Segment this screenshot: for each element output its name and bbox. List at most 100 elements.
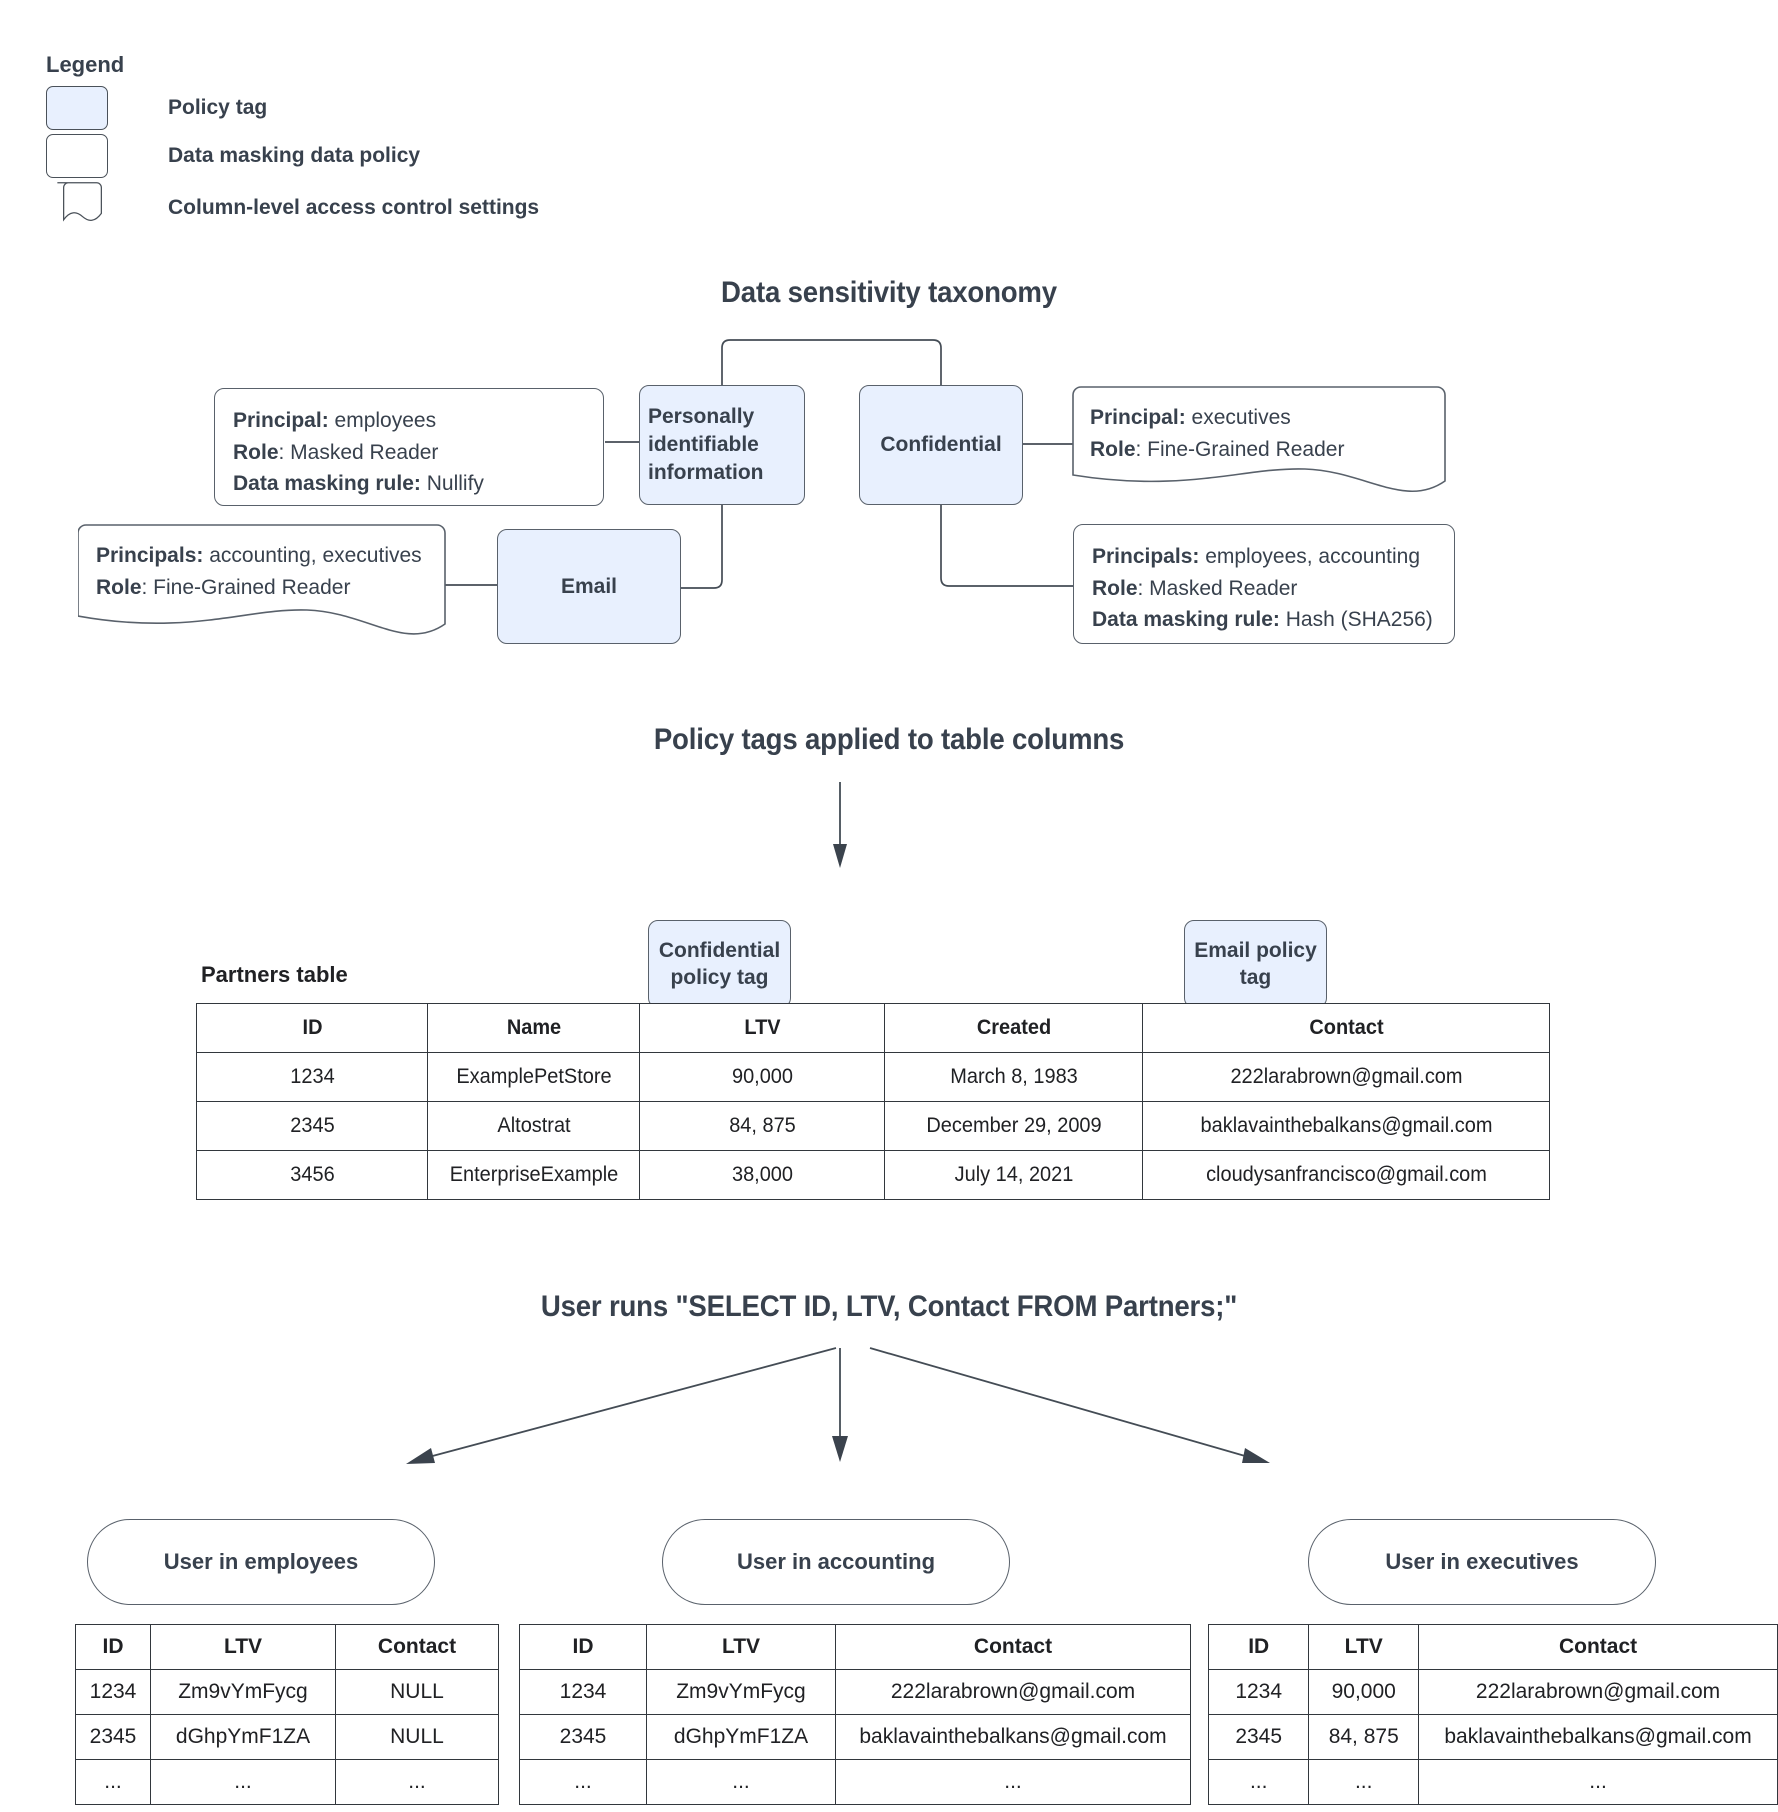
partners-cell: December 29, 2009 — [890, 1101, 1137, 1151]
res0-cell: 2345 — [75, 1714, 151, 1760]
email-access-line-0: Principals: accounting, executives — [96, 544, 422, 567]
table-row: ... ... ... — [519, 1759, 1191, 1805]
confidential-access-line-0: Principal: executives — [1090, 406, 1291, 429]
partners-cell: 222larabrown@gmail.com — [1152, 1052, 1540, 1102]
res1-cell: 222larabrown@gmail.com — [835, 1669, 1191, 1715]
applied-section-title: Policy tags applied to table columns — [653, 723, 1125, 756]
res2-cell: ... — [1308, 1759, 1420, 1805]
res2-th-ltv: LTV — [1308, 1624, 1420, 1670]
policy-tag-confidential-label: Confidential — [880, 433, 1002, 457]
column-tag-confidential-label: Confidential policy tag — [658, 938, 781, 989]
res2-cell: 1234 — [1207, 1669, 1310, 1715]
res1-cell: ... — [646, 1759, 836, 1805]
partners-cell: 38,000 — [645, 1150, 879, 1200]
pii-policy-line-1: Role: Masked Reader — [233, 440, 439, 464]
user-node-executives[interactable]: User in executives — [1308, 1519, 1656, 1605]
res2-cell: 222larabrown@gmail.com — [1418, 1669, 1778, 1715]
partners-cell: 84, 875 — [645, 1101, 879, 1151]
res2-cell: ... — [1207, 1759, 1310, 1805]
partners-cell: cloudysanfrancisco@gmail.com — [1152, 1150, 1540, 1200]
result-header-row: ID LTV Contact — [75, 1624, 499, 1670]
table-row: 1234 Zm9vYmFycg NULL — [75, 1669, 499, 1715]
applied-arrow — [790, 780, 850, 875]
pii-policy-line-0: Principal: employees — [233, 409, 437, 432]
table-row: 1234 Zm9vYmFycg 222larabrown@gmail.com — [519, 1669, 1191, 1715]
legend-item-data-masking: Data masking data policy — [46, 134, 606, 180]
table-row: 2345 Altostrat 84, 875 December 29, 2009… — [197, 1101, 1550, 1151]
res0-th-contact: Contact — [335, 1624, 499, 1670]
table-row: 1234 90,000 222larabrown@gmail.com — [1207, 1669, 1778, 1715]
partners-table: ID Name LTV Created Contact 1234 Example… — [196, 1003, 1550, 1200]
taxonomy-section-title: Data sensitivity taxonomy — [721, 276, 1057, 309]
res2-th-id: ID — [1207, 1624, 1310, 1670]
column-tag-confidential[interactable]: Confidential policy tag — [648, 920, 791, 1008]
partners-cell: baklavainthebalkans@gmail.com — [1152, 1101, 1540, 1151]
email-column-access-settings: Principals: accounting, executives Role:… — [78, 524, 446, 646]
res1-cell: 1234 — [519, 1669, 647, 1715]
res0-th-ltv: LTV — [150, 1624, 336, 1670]
email-access-text: Principals: accounting, executives Role:… — [96, 540, 434, 603]
partners-cell: March 8, 1983 — [890, 1052, 1137, 1102]
legend-item-policy-tag: Policy tag — [46, 86, 606, 132]
res0-cell: ... — [150, 1759, 336, 1805]
policy-tag-confidential[interactable]: Confidential — [859, 385, 1023, 505]
result-table-employees-wrapper: ID LTV Contact 1234 Zm9vYmFycg NULL 2345… — [75, 1624, 499, 1805]
res2-th-contact: Contact — [1418, 1624, 1778, 1670]
policy-tag-email[interactable]: Email — [497, 529, 681, 644]
user-node-executives-label: User in executives — [1385, 1549, 1579, 1574]
res2-cell: 90,000 — [1308, 1669, 1420, 1715]
partners-th-name: Name — [432, 1003, 635, 1053]
res2-cell: baklavainthebalkans@gmail.com — [1418, 1714, 1778, 1760]
result-header-row: ID LTV Contact — [519, 1624, 1191, 1670]
res1-cell: Zm9vYmFycg — [646, 1669, 836, 1715]
user-node-employees[interactable]: User in employees — [87, 1519, 435, 1605]
user-node-accounting-label: User in accounting — [736, 1549, 936, 1574]
legend: Legend Policy tag Data masking data poli… — [46, 52, 539, 222]
legend-swatch-column-access — [57, 182, 102, 222]
partners-cell: July 14, 2021 — [890, 1150, 1137, 1200]
policy-tag-pii[interactable]: Personally identifiable information — [639, 385, 805, 505]
res1-cell: dGhpYmF1ZA — [646, 1714, 836, 1760]
res0-cell: NULL — [335, 1669, 499, 1715]
table-row: 2345 84, 875 baklavainthebalkans@gmail.c… — [1207, 1714, 1778, 1760]
legend-swatch-data-masking — [46, 134, 108, 178]
legend-swatch-policy-tag — [46, 86, 108, 130]
partners-cell: 3456 — [201, 1150, 423, 1200]
res1-cell: 2345 — [519, 1714, 647, 1760]
table-row: 2345 dGhpYmF1ZA NULL — [75, 1714, 499, 1760]
column-tag-email[interactable]: Email policy tag — [1184, 920, 1327, 1008]
policy-tag-pii-label: Personally identifiable information — [648, 405, 764, 484]
result-table-executives: ID LTV Contact 1234 90,000 222larabrown@… — [1207, 1624, 1778, 1805]
partners-th-id: ID — [201, 1003, 423, 1053]
confidential-policy-line-0: Principals: employees, accounting — [1092, 545, 1421, 568]
res1-cell: ... — [835, 1759, 1191, 1805]
res0-cell: Zm9vYmFycg — [150, 1669, 336, 1715]
policy-tag-email-label: Email — [560, 574, 618, 598]
email-access-line-1: Role: Fine-Grained Reader — [96, 575, 351, 599]
result-table-accounting: ID LTV Contact 1234 Zm9vYmFycg 222larabr… — [519, 1624, 1191, 1805]
legend-label-policy-tag: Policy tag — [168, 96, 268, 119]
res0-cell: dGhpYmF1ZA — [150, 1714, 336, 1760]
legend-item-column-access: Column-level access control settings — [46, 182, 606, 242]
partners-cell: EnterpriseExample — [432, 1150, 635, 1200]
result-table-accounting-wrapper: ID LTV Contact 1234 Zm9vYmFycg 222larabr… — [519, 1624, 1191, 1805]
res0-cell: ... — [75, 1759, 151, 1805]
table-row: 1234 ExamplePetStore 90,000 March 8, 198… — [197, 1052, 1550, 1102]
table-row: ... ... ... — [75, 1759, 499, 1805]
legend-label-data-masking: Data masking data policy — [168, 144, 421, 167]
table-row: ... ... ... — [1207, 1759, 1778, 1805]
query-section-title: User runs "SELECT ID, LTV, Contact FROM … — [540, 1290, 1238, 1323]
partners-cell: ExamplePetStore — [432, 1052, 635, 1102]
table-row: 3456 EnterpriseExample 38,000 July 14, 2… — [197, 1150, 1550, 1200]
res0-cell: ... — [335, 1759, 499, 1805]
user-node-accounting[interactable]: User in accounting — [662, 1519, 1010, 1605]
res2-cell: 2345 — [1207, 1714, 1310, 1760]
taxonomy-connectors — [0, 0, 1778, 700]
partners-table-caption: Partners table — [201, 962, 348, 987]
confidential-data-masking-policy: Principals: employees, accounting Role: … — [1073, 524, 1455, 644]
result-table-employees: ID LTV Contact 1234 Zm9vYmFycg NULL 2345… — [75, 1624, 499, 1805]
confidential-policy-line-2: Data masking rule: Hash (SHA256) — [1092, 608, 1433, 631]
result-header-row: ID LTV Contact — [1207, 1624, 1778, 1670]
pii-data-masking-policy: Principal: employees Role: Masked Reader… — [214, 388, 604, 506]
legend-title: Legend — [46, 52, 125, 77]
